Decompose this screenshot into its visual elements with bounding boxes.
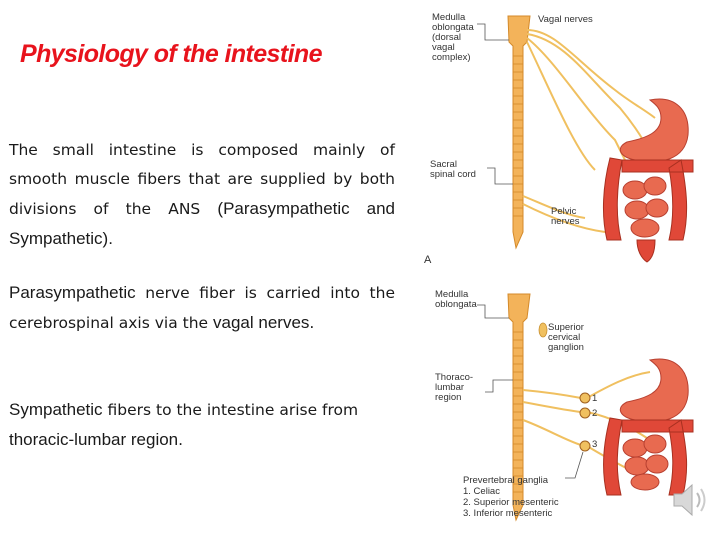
label-pelvic-nerves: Pelvic nerves xyxy=(551,206,580,227)
parasympathetic-text: nerve fiber is carried into the cerebros… xyxy=(9,284,395,332)
prevertebral-ganglia xyxy=(579,392,591,452)
parasympathetic-end: . xyxy=(309,314,315,332)
paragraph-ans-text: The small intestine is composed mainly o… xyxy=(9,141,395,218)
pointer-lines-top xyxy=(477,23,513,185)
superior-cervical-ganglion xyxy=(538,322,548,338)
paragraph-sympathetic: Sympathetic fibers to the intestine aris… xyxy=(9,395,395,455)
stomach-top xyxy=(619,98,689,163)
label-vagal-nerves: Vagal nerves xyxy=(538,14,593,25)
sympathetic-text: fibers to the intestine arise from xyxy=(102,401,359,419)
small-intestine-top xyxy=(622,176,669,238)
sympathetic-end: . xyxy=(178,431,184,449)
slide-title: Physiology of the intestine xyxy=(20,40,323,68)
panel-b-drawing xyxy=(477,293,694,522)
inferior-mesenteric-ganglion xyxy=(579,440,591,452)
vagal-nerves-term: vagal nerves xyxy=(213,313,310,332)
colon-bottom xyxy=(602,417,694,496)
panel-a-drawing xyxy=(477,15,694,263)
thoracic-lumbar-term: thoracic-lumbar region xyxy=(9,430,179,449)
innervation-diagram xyxy=(477,15,694,522)
spinal-cord-top xyxy=(507,15,531,250)
rectum-top xyxy=(636,239,656,263)
intestine-innervation-figure: Medulla oblongata (dorsal vagal complex)… xyxy=(415,0,720,540)
superior-mesenteric-ganglion xyxy=(579,407,591,419)
ans-divisions-emphasis: (Parasympathetic and Sympathetic). xyxy=(9,199,395,248)
label-sacral-spinal-cord: Sacral spinal cord xyxy=(430,159,476,180)
small-intestine-bottom xyxy=(622,434,669,491)
legend-item-celiac: 1. Celiac xyxy=(463,486,500,497)
pointer-lines-bottom xyxy=(477,304,513,393)
spinal-segments-bottom xyxy=(513,331,523,493)
legend-item-inferior-mesenteric: 3. Inferior mesenteric xyxy=(463,508,553,519)
parasympathetic-term: Parasympathetic xyxy=(9,283,136,302)
ganglion-number-1: 1 xyxy=(592,393,598,404)
panel-letter-a: A xyxy=(424,254,432,266)
legend-item-superior-mesenteric: 2. Superior mesenteric xyxy=(463,497,559,508)
sympathetic-term: Sympathetic xyxy=(9,400,103,419)
spinal-segments-top xyxy=(513,55,523,217)
legend-title: Prevertebral ganglia xyxy=(463,475,549,486)
colon-top xyxy=(602,157,694,241)
label-superior-cervical-ganglion: Superior cervical ganglion xyxy=(548,322,584,353)
ganglion-number-3: 3 xyxy=(592,439,598,450)
speaker-icon[interactable] xyxy=(668,478,712,522)
label-thoracolumbar-region: Thoraco- lumbar region xyxy=(435,372,474,403)
ganglion-number-2: 2 xyxy=(592,408,598,419)
paragraph-parasympathetic: Parasympathetic nerve fiber is carried i… xyxy=(9,278,395,338)
vagal-nerves-top xyxy=(522,29,656,233)
celiac-ganglion xyxy=(579,392,591,404)
label-medulla-bottom: Medulla oblongata xyxy=(435,289,477,310)
paragraph-ans: The small intestine is composed mainly o… xyxy=(9,136,395,254)
stomach-bottom xyxy=(619,358,689,423)
label-medulla-top: Medulla oblongata (dorsal vagal complex) xyxy=(432,12,474,63)
spinal-cord-bottom xyxy=(507,293,531,522)
ganglia-pointer xyxy=(565,451,584,479)
